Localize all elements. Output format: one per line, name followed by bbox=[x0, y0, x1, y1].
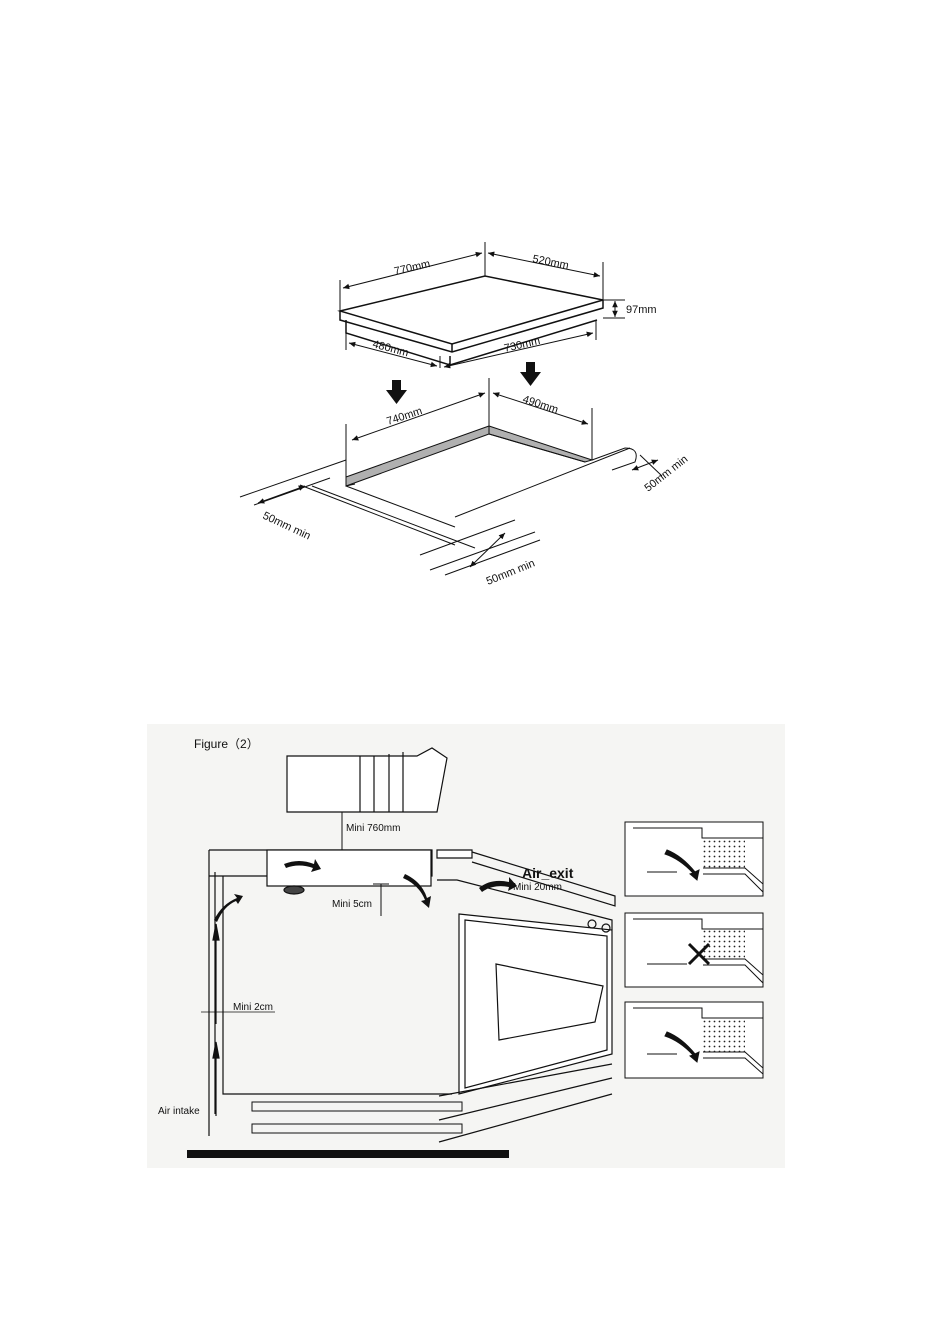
label-97mm: 97mm bbox=[626, 304, 657, 316]
label-730mm: 730mm bbox=[503, 335, 541, 355]
down-arrow-icon bbox=[386, 380, 407, 404]
detail-panel-correct-1 bbox=[625, 822, 763, 896]
dim-line-front-clearance bbox=[470, 533, 505, 567]
label-clearance-left: 50mm min bbox=[261, 510, 313, 543]
label-air-intake: Air intake bbox=[158, 1106, 200, 1117]
label-clearance-front: 50mm min bbox=[485, 557, 537, 587]
hob-dimensions-diagram: 770mm 520mm 97mm 480mm 730mm bbox=[0, 0, 933, 700]
label-740mm: 740mm bbox=[385, 405, 424, 428]
label-490mm: 490mm bbox=[521, 393, 560, 416]
label-520mm: 520mm bbox=[531, 253, 569, 272]
label-mini-5cm: Mini 5cm bbox=[332, 899, 372, 910]
label-clearance-back: 50mm min bbox=[642, 453, 690, 494]
ventilation-diagram: Figure（2） Mini 760mm bbox=[147, 724, 785, 1168]
cutout-illustration bbox=[346, 426, 592, 517]
label-770mm: 770mm bbox=[393, 258, 431, 278]
figure2-title: Figure（2） bbox=[194, 737, 259, 751]
label-480mm: 480mm bbox=[371, 338, 410, 359]
label-mini-760mm: Mini 760mm bbox=[346, 823, 400, 834]
label-mini-20mm: Mini 20mm bbox=[513, 882, 562, 893]
overhead-cabinet bbox=[287, 748, 447, 812]
label-mini-2cm: Mini 2cm bbox=[233, 1002, 273, 1013]
detail-panel-correct-2 bbox=[625, 1002, 763, 1078]
floor-base bbox=[187, 1150, 509, 1158]
label-air-exit: Air_exit bbox=[522, 865, 574, 881]
down-arrow-icon bbox=[520, 362, 541, 386]
